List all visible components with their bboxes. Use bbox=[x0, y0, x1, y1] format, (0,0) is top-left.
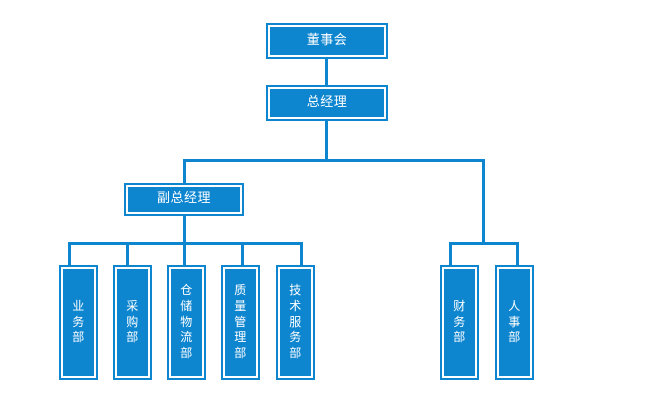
node-board-of-directors-label: 董事会 bbox=[306, 32, 348, 48]
connector-gm-to-bus bbox=[325, 120, 328, 161]
node-technical-service-dept-inner: 技术服务部 bbox=[278, 267, 313, 378]
connector-bus-to-right-branch bbox=[482, 159, 485, 244]
connector-drop-warehouse-logistics-dept bbox=[183, 242, 186, 266]
node-quality-management-dept-label: 质量管理部 bbox=[234, 282, 247, 361]
node-warehouse-logistics-dept-inner: 仓储物流部 bbox=[169, 267, 204, 378]
node-general-manager[interactable]: 总经理 bbox=[266, 85, 388, 121]
node-business-dept[interactable]: 业务部 bbox=[59, 265, 98, 380]
node-quality-management-dept[interactable]: 质量管理部 bbox=[221, 265, 260, 380]
node-general-manager-inner: 总经理 bbox=[268, 87, 386, 119]
node-hr-dept[interactable]: 人事部 bbox=[495, 265, 534, 380]
node-procurement-dept-label: 采购部 bbox=[126, 298, 139, 345]
node-quality-management-dept-inner: 质量管理部 bbox=[223, 267, 258, 378]
node-deputy-general-manager-inner: 副总经理 bbox=[126, 185, 242, 214]
connector-right-department-bus bbox=[449, 242, 519, 245]
node-general-manager-label: 总经理 bbox=[306, 94, 348, 110]
node-technical-service-dept-label: 技术服务部 bbox=[289, 282, 302, 361]
node-technical-service-dept[interactable]: 技术服务部 bbox=[276, 265, 315, 380]
connector-drop-finance-dept bbox=[449, 242, 452, 266]
node-finance-dept[interactable]: 财务部 bbox=[440, 265, 479, 380]
connector-gm-horizontal-bus bbox=[183, 159, 485, 162]
connector-drop-procurement-dept bbox=[126, 242, 129, 266]
node-procurement-dept[interactable]: 采购部 bbox=[113, 265, 152, 380]
node-business-dept-inner: 业务部 bbox=[61, 267, 96, 378]
node-business-dept-label: 业务部 bbox=[72, 298, 85, 345]
connector-deputy-to-dept-bus bbox=[183, 215, 186, 244]
node-board-of-directors-inner: 董事会 bbox=[268, 25, 386, 57]
connector-drop-business-dept bbox=[68, 242, 71, 266]
connector-drop-quality-management-dept bbox=[241, 242, 244, 266]
node-deputy-general-manager[interactable]: 副总经理 bbox=[124, 183, 244, 216]
connector-drop-technical-service-dept bbox=[300, 242, 303, 266]
node-procurement-dept-inner: 采购部 bbox=[115, 267, 150, 378]
connector-bus-to-deputy bbox=[183, 159, 186, 184]
node-hr-dept-inner: 人事部 bbox=[497, 267, 532, 378]
node-hr-dept-label: 人事部 bbox=[508, 298, 521, 345]
node-board-of-directors[interactable]: 董事会 bbox=[266, 23, 388, 59]
connector-drop-hr-dept bbox=[516, 242, 519, 266]
connector-board-to-gm bbox=[325, 58, 328, 86]
node-warehouse-logistics-dept[interactable]: 仓储物流部 bbox=[167, 265, 206, 380]
node-finance-dept-label: 财务部 bbox=[453, 298, 466, 345]
node-finance-dept-inner: 财务部 bbox=[442, 267, 477, 378]
node-warehouse-logistics-dept-label: 仓储物流部 bbox=[180, 282, 193, 361]
node-deputy-general-manager-label: 副总经理 bbox=[156, 191, 211, 207]
